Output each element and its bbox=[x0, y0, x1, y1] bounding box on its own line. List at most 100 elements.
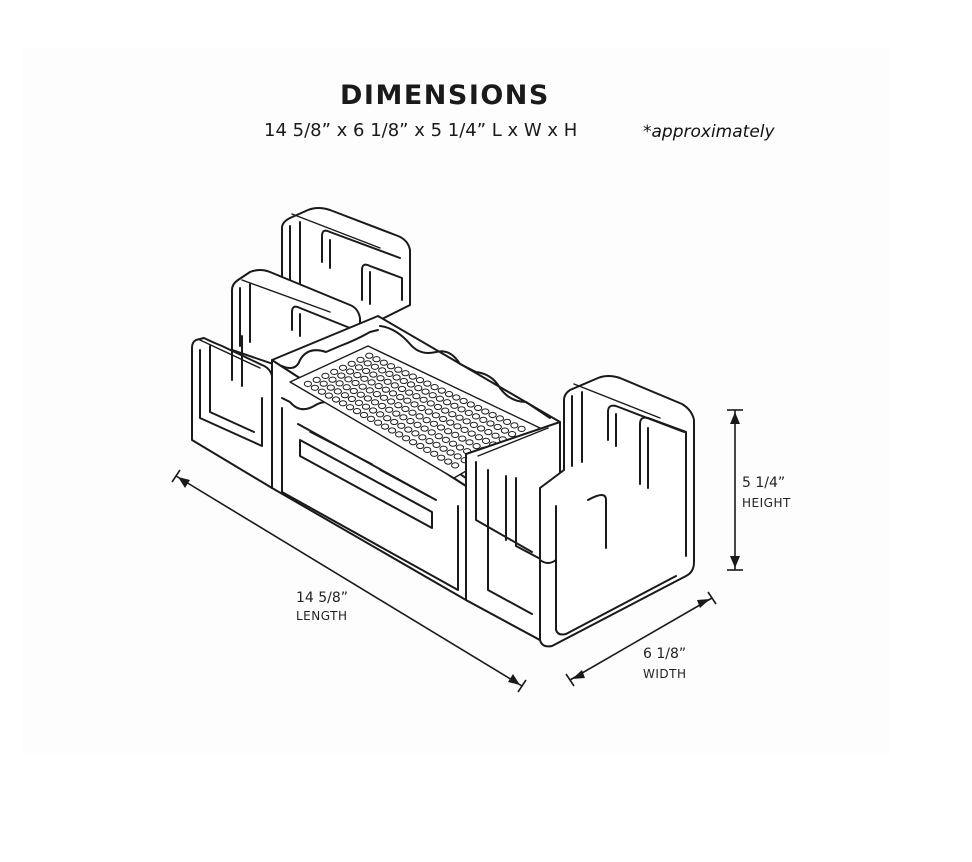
drain-hole bbox=[319, 380, 328, 387]
drain-hole bbox=[390, 418, 399, 426]
drain-hole bbox=[403, 397, 412, 404]
drain-hole bbox=[390, 382, 399, 389]
drain-hole bbox=[312, 376, 321, 383]
drain-hole bbox=[406, 418, 415, 425]
drain-hole bbox=[414, 385, 423, 392]
left-end-compartment bbox=[191, 329, 273, 489]
drain-hole bbox=[360, 375, 369, 382]
drain-hole bbox=[430, 384, 439, 391]
drain-hole bbox=[405, 389, 414, 396]
drain-hole bbox=[399, 377, 408, 385]
drain-hole bbox=[457, 406, 466, 413]
drain-hole bbox=[354, 399, 364, 406]
drain-hole bbox=[432, 441, 441, 448]
drain-hole bbox=[460, 426, 469, 433]
length-label: LENGTH bbox=[296, 609, 348, 623]
drain-hole bbox=[450, 402, 459, 409]
drain-hole bbox=[383, 378, 392, 385]
drain-hole bbox=[471, 413, 481, 420]
length-value: 14 5/8” bbox=[296, 590, 349, 606]
drain-hole bbox=[385, 370, 394, 377]
drain-hole bbox=[451, 462, 460, 469]
drain-hole bbox=[467, 430, 476, 437]
drain-hole bbox=[338, 364, 348, 371]
drain-hole bbox=[310, 384, 319, 391]
drain-hole bbox=[330, 368, 339, 375]
drain-hole bbox=[426, 400, 435, 407]
drain-hole bbox=[466, 401, 475, 408]
drain-hole bbox=[331, 396, 341, 403]
drain-hole bbox=[356, 356, 365, 363]
drain-hole bbox=[411, 430, 420, 437]
drain-hole bbox=[324, 392, 333, 399]
drain-hole bbox=[326, 384, 335, 391]
drain-hole bbox=[399, 414, 408, 421]
drain-hole bbox=[356, 391, 365, 398]
drain-hole bbox=[396, 394, 405, 401]
drain-hole bbox=[344, 376, 353, 383]
drain-hole bbox=[383, 415, 392, 422]
drain-hole bbox=[486, 420, 495, 427]
drain-hole bbox=[365, 387, 374, 394]
drain-hole bbox=[381, 386, 390, 393]
drain-hole bbox=[445, 391, 454, 398]
drain-hole bbox=[392, 410, 401, 417]
drain-hole bbox=[415, 377, 425, 384]
drain-hole bbox=[439, 415, 448, 423]
drain-hole bbox=[317, 388, 326, 395]
drain-hole bbox=[428, 392, 437, 399]
drain-hole bbox=[388, 427, 397, 434]
drain-hole bbox=[425, 438, 434, 445]
drain-hole bbox=[481, 437, 491, 444]
drain-hole bbox=[333, 388, 342, 395]
drain-hole bbox=[386, 363, 396, 370]
drain-hole bbox=[453, 453, 462, 460]
drain-hole bbox=[448, 440, 458, 447]
drain-hole bbox=[493, 423, 502, 431]
drain-hole bbox=[415, 413, 424, 420]
drain-hole bbox=[441, 407, 450, 414]
page-title: DIMENSIONS bbox=[340, 80, 550, 111]
drain-hole bbox=[412, 393, 421, 400]
drain-hole bbox=[423, 446, 432, 453]
drain-hole bbox=[401, 370, 410, 377]
drain-hole bbox=[366, 415, 376, 422]
drain-hole bbox=[359, 411, 369, 419]
drain-hole bbox=[354, 364, 363, 371]
drain-hole bbox=[328, 376, 337, 383]
drain-hole bbox=[367, 379, 376, 386]
drain-hole bbox=[353, 372, 362, 379]
drain-hole bbox=[481, 408, 490, 415]
drain-hole bbox=[477, 425, 486, 432]
drain-hole bbox=[340, 392, 349, 399]
drain-hole bbox=[424, 408, 433, 415]
drain-hole bbox=[444, 458, 453, 465]
drain-hole bbox=[469, 421, 478, 428]
drain-hole bbox=[351, 379, 360, 387]
drain-hole bbox=[392, 374, 401, 381]
drain-hole bbox=[433, 403, 443, 411]
drain-hole bbox=[410, 401, 419, 408]
drain-hole bbox=[335, 380, 344, 387]
drain-hole bbox=[376, 375, 385, 382]
drain-hole bbox=[484, 429, 493, 436]
drain-hole bbox=[439, 445, 448, 452]
drain-hole bbox=[342, 384, 351, 391]
drain-hole bbox=[495, 415, 504, 422]
drain-hole bbox=[385, 406, 394, 413]
right-end-compartment bbox=[465, 421, 581, 641]
drain-hole bbox=[337, 372, 346, 379]
drain-hole bbox=[491, 432, 500, 439]
drain-hole bbox=[378, 367, 387, 374]
drain-hole bbox=[374, 419, 383, 426]
drain-hole bbox=[429, 420, 438, 427]
drain-hole bbox=[488, 411, 497, 419]
width-dimension-arrow bbox=[565, 591, 717, 687]
drain-hole bbox=[388, 390, 398, 397]
drain-hole bbox=[395, 431, 404, 438]
drain-hole bbox=[338, 400, 348, 407]
drain-hole bbox=[345, 404, 355, 411]
drain-hole bbox=[510, 422, 519, 429]
drain-hole bbox=[394, 402, 403, 409]
drain-hole bbox=[372, 391, 381, 398]
